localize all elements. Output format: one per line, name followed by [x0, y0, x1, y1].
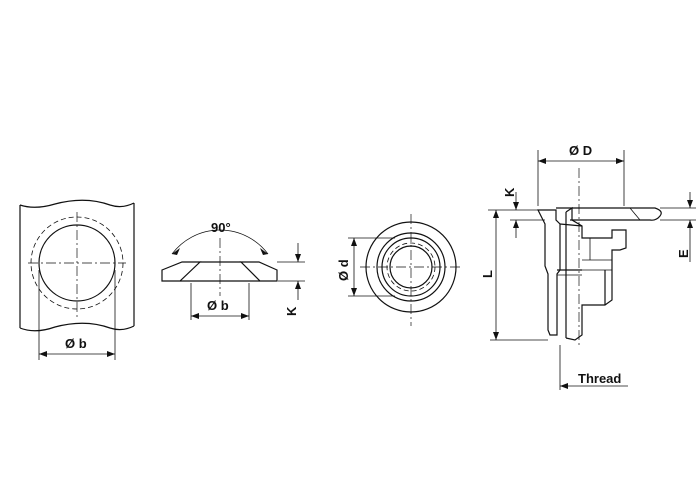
nut-top-view: Ø d — [336, 214, 462, 326]
dim-phi-b-mid-label: Ø b — [207, 298, 229, 313]
dim-phi-D-label: Ø D — [569, 143, 592, 158]
panel-hole-view: Ø b — [19, 199, 135, 360]
thread-label: Thread — [578, 371, 621, 386]
dim-k-right-label: K — [502, 187, 517, 197]
countersink-profile-view: 90° Ø b K — [161, 220, 305, 320]
dim-E-label: E — [676, 249, 691, 258]
dim-phi-d-label: Ø d — [336, 259, 351, 281]
nut-section-view: Ø D K L E Thread — [480, 143, 696, 390]
dim-phi-b-left-label: Ø b — [65, 336, 87, 351]
dim-L-label: L — [480, 270, 495, 278]
angle-label: 90° — [211, 220, 231, 235]
dim-k-mid-label: K — [284, 306, 299, 316]
